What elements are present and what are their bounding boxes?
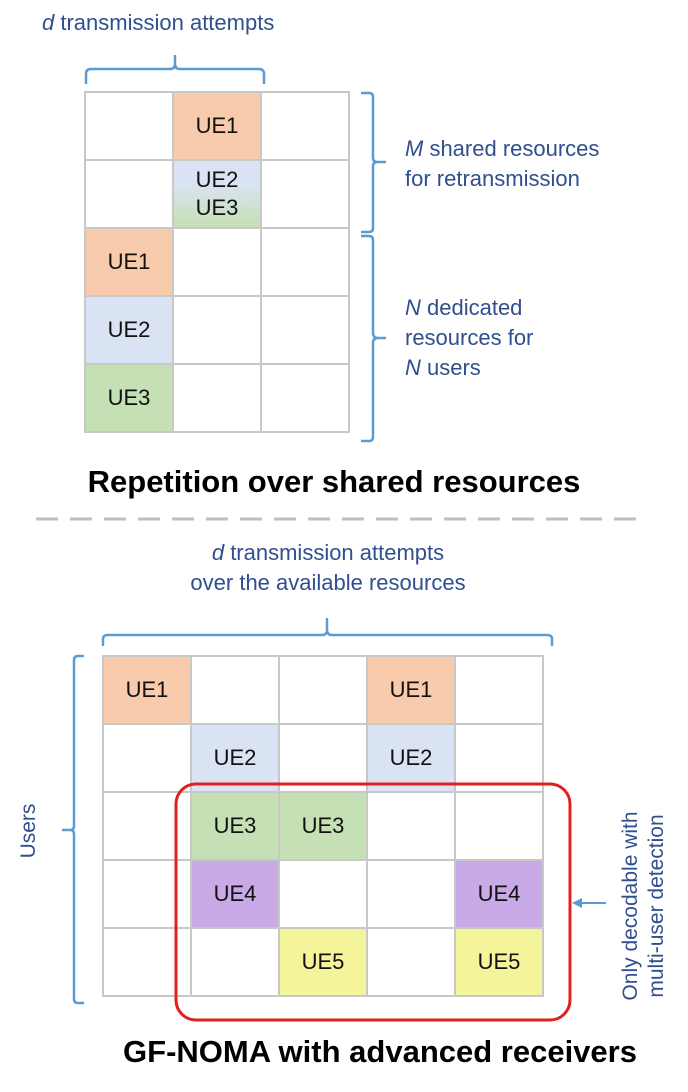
top-cell-r5-c1: UE3 bbox=[86, 365, 174, 433]
bottom-cell-r3-c5 bbox=[456, 793, 544, 861]
top-attempts-label: d transmission attempts bbox=[42, 10, 275, 35]
top-cell-r1-c2: UE1 bbox=[174, 93, 262, 161]
top-cell-r5-c2 bbox=[174, 365, 262, 433]
top-title: Repetition over shared resources bbox=[87, 464, 581, 499]
bottom-cell-r3-c2: UE3 bbox=[192, 793, 280, 861]
bottom-cell-r4-c2: UE4 bbox=[192, 861, 280, 929]
bottom-cell-r4-c4 bbox=[368, 861, 456, 929]
bottom-attempts-label: d transmission attempts over the availab… bbox=[190, 540, 466, 595]
top-cell-r5-c3 bbox=[262, 365, 350, 433]
top-cell-r3-c1: UE1 bbox=[86, 229, 174, 297]
bottom-cell-r1-c2 bbox=[192, 657, 280, 725]
m-brace bbox=[361, 91, 386, 234]
top-cell-r2-c2: UE2 UE3 bbox=[174, 161, 262, 229]
top-n-label: N dedicated resources for N users bbox=[405, 295, 534, 380]
bottom-cell-r3-c1 bbox=[104, 793, 192, 861]
bottom-cell-r5-c4 bbox=[368, 929, 456, 997]
n-brace bbox=[361, 234, 386, 443]
bottom-cell-r1-c3 bbox=[280, 657, 368, 725]
bottom-cell-r1-c5 bbox=[456, 657, 544, 725]
top-cell-r4-c3 bbox=[262, 297, 350, 365]
top-cell-r4-c2 bbox=[174, 297, 262, 365]
bottom-cell-r2-c5 bbox=[456, 725, 544, 793]
top-cell-r3-c3 bbox=[262, 229, 350, 297]
top-cell-r1-c1 bbox=[86, 93, 174, 161]
top-cell-r3-c2 bbox=[174, 229, 262, 297]
bottom-cell-r4-c1 bbox=[104, 861, 192, 929]
bottom-cell-r1-c1: UE1 bbox=[104, 657, 192, 725]
bottom-cell-r3-c3: UE3 bbox=[280, 793, 368, 861]
top-cell-r1-c3 bbox=[262, 93, 350, 161]
bottom-cell-r5-c5: UE5 bbox=[456, 929, 544, 997]
mud-arrow-head bbox=[572, 898, 582, 908]
top-cell-r2-c1 bbox=[86, 161, 174, 229]
bottom-cell-r5-c3: UE5 bbox=[280, 929, 368, 997]
bottom-cell-r3-c4 bbox=[368, 793, 456, 861]
bottom-cell-r2-c3 bbox=[280, 725, 368, 793]
top-m-label: M shared resources for retransmission bbox=[405, 136, 600, 191]
bottom-cell-r2-c4: UE2 bbox=[368, 725, 456, 793]
users-brace bbox=[62, 654, 84, 1005]
bottom-cell-r2-c2: UE2 bbox=[192, 725, 280, 793]
bottom-attempts-brace bbox=[101, 618, 554, 646]
top-cell-r4-c1: UE2 bbox=[86, 297, 174, 365]
multi-user-detection-box bbox=[174, 782, 572, 1022]
top-attempts-brace bbox=[84, 55, 266, 84]
bottom-cell-r4-c5: UE4 bbox=[456, 861, 544, 929]
top-cell-r2-c3 bbox=[262, 161, 350, 229]
bottom-cell-r2-c1 bbox=[104, 725, 192, 793]
bottom-cell-r1-c4: UE1 bbox=[368, 657, 456, 725]
bottom-cell-r4-c3 bbox=[280, 861, 368, 929]
bottom-cell-r5-c2 bbox=[192, 929, 280, 997]
bottom-cell-r5-c1 bbox=[104, 929, 192, 997]
bottom-title: GF-NOMA with advanced receivers bbox=[123, 1034, 637, 1069]
